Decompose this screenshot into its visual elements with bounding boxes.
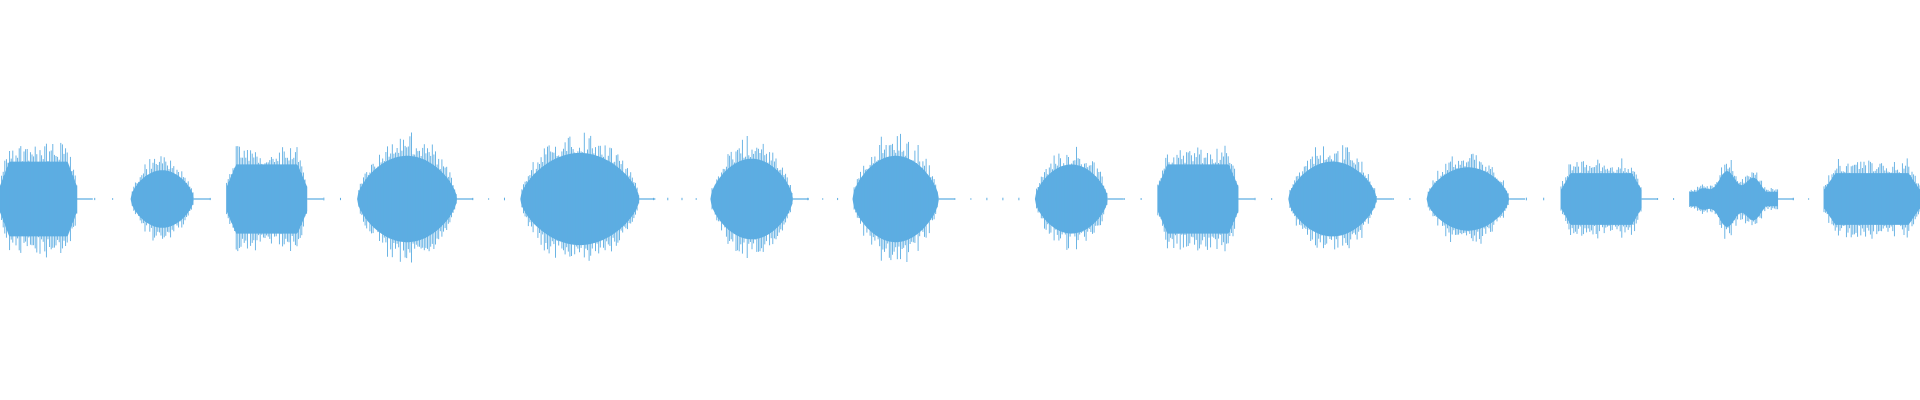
waveform-segment bbox=[1823, 158, 1920, 239]
waveform-segment bbox=[1034, 146, 1124, 250]
waveform-segment bbox=[1689, 160, 1794, 239]
waveform-segment bbox=[1426, 153, 1526, 244]
waveform-segment bbox=[130, 156, 210, 241]
waveform-segment bbox=[852, 133, 955, 262]
waveform-segments bbox=[0, 132, 1920, 263]
waveform-segment bbox=[0, 142, 93, 258]
waveform-core bbox=[1689, 171, 1778, 227]
waveform-segment bbox=[1560, 158, 1658, 239]
waveform-segment bbox=[710, 136, 809, 258]
waveform-segment bbox=[1288, 145, 1393, 250]
waveform-segment bbox=[226, 146, 324, 252]
waveform-segment bbox=[520, 132, 656, 261]
waveform-segment bbox=[357, 132, 473, 263]
waveform-segment bbox=[1157, 145, 1255, 252]
